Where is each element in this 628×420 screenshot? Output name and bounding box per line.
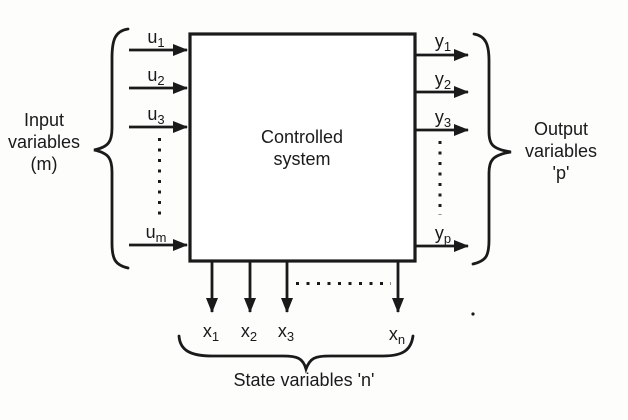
var-base: x [203, 321, 212, 341]
state-var-label-x3: x3 [278, 321, 294, 344]
var-subscript: 2 [444, 77, 451, 92]
var-subscript: p [444, 231, 451, 246]
var-base: y [435, 107, 444, 127]
var-base: u [147, 65, 157, 85]
input-group-label-line2: variables [8, 132, 80, 152]
input-group-label-line1: Input [24, 110, 64, 130]
state-group: x1 x2 x3 xn State variables 'n' [177, 262, 415, 390]
var-subscript: m [156, 230, 167, 245]
output-group-label-line3: 'p' [553, 163, 570, 183]
system-box-rect [188, 32, 417, 263]
state-var-label-x1: x1 [203, 321, 219, 344]
system-box-label-line2: system [273, 149, 330, 169]
var-base: y [435, 223, 444, 243]
var-base: x [241, 321, 250, 341]
input-group-label-line3: (m) [31, 154, 58, 174]
output-group-label-line1: Output [534, 119, 588, 139]
state-group-label: State variables 'n' [234, 370, 375, 390]
input-var-label-u2: u2 [147, 65, 164, 88]
system-box-label-line1: Controlled [261, 127, 343, 147]
state-var-label-x2: x2 [241, 321, 257, 344]
var-base: x [278, 321, 287, 341]
var-subscript: 2 [250, 329, 257, 344]
output-var-label-y1: y1 [435, 31, 451, 54]
input-var-label-u3: u3 [147, 104, 164, 127]
var-subscript: 3 [287, 329, 294, 344]
output-var-label-y2: y2 [435, 69, 451, 92]
var-subscript: 3 [444, 115, 451, 130]
var-subscript: 1 [212, 329, 219, 344]
output-var-label-y3: y3 [435, 107, 451, 130]
var-subscript: n [398, 332, 405, 347]
var-subscript: 1 [157, 35, 164, 50]
var-subscript: 1 [444, 39, 451, 54]
scan-speck [471, 312, 475, 316]
input-var-label-u1: u1 [147, 27, 164, 50]
input-group: u1 u2 u3 um Input variables (m) [8, 27, 188, 270]
var-subscript: 3 [157, 112, 164, 127]
var-base: u [147, 27, 157, 47]
output-var-label-yp: yp [435, 223, 451, 246]
var-base: u [147, 104, 157, 124]
output-group: y1 y2 y3 yp Output variables 'p' [415, 31, 597, 266]
output-group-label-line2: variables [525, 141, 597, 161]
var-subscript: 2 [157, 73, 164, 88]
state-group-brace [177, 334, 415, 374]
controlled-system-box: Controlled system [188, 32, 417, 263]
var-base: y [435, 69, 444, 89]
state-var-label-xn: xn [389, 324, 405, 347]
input-group-brace [93, 27, 130, 270]
input-var-label-um: um [146, 222, 167, 245]
var-base: u [146, 222, 156, 242]
output-group-brace [471, 32, 512, 266]
var-base: x [389, 324, 398, 344]
var-base: y [435, 31, 444, 51]
